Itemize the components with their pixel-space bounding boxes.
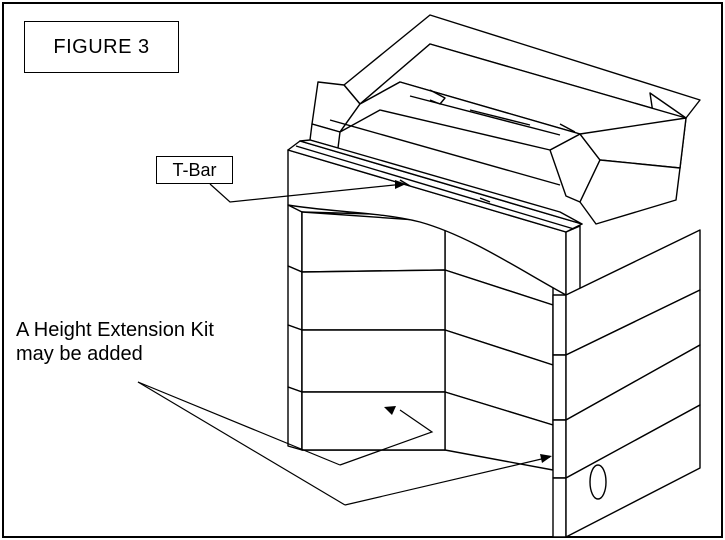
extension-kit-line-2: may be added (16, 343, 143, 365)
hood-details (329, 89, 576, 203)
arrowheads (384, 180, 552, 463)
tbar-callout-box: T-Bar (156, 156, 233, 184)
arch-beam (287, 149, 581, 296)
right-column (552, 229, 701, 538)
figure-title: FIGURE 3 (53, 35, 150, 58)
access-hole (589, 464, 607, 500)
tbar-arrowhead (395, 180, 406, 189)
top-hood (299, 14, 701, 225)
extension-kit-line-1: A Height Extension Kit (16, 319, 214, 341)
leader-lines (137, 183, 551, 506)
kit-arrowhead-2 (540, 454, 552, 463)
tbar-callout-label: T-Bar (172, 159, 217, 180)
extension-kit-callout: A Height Extension Kit may be added (16, 318, 214, 366)
left-side-panel (287, 204, 303, 451)
tbar-leader (209, 183, 405, 203)
kit-arrowhead-1 (384, 406, 396, 415)
figure-title-box: FIGURE 3 (24, 21, 179, 73)
